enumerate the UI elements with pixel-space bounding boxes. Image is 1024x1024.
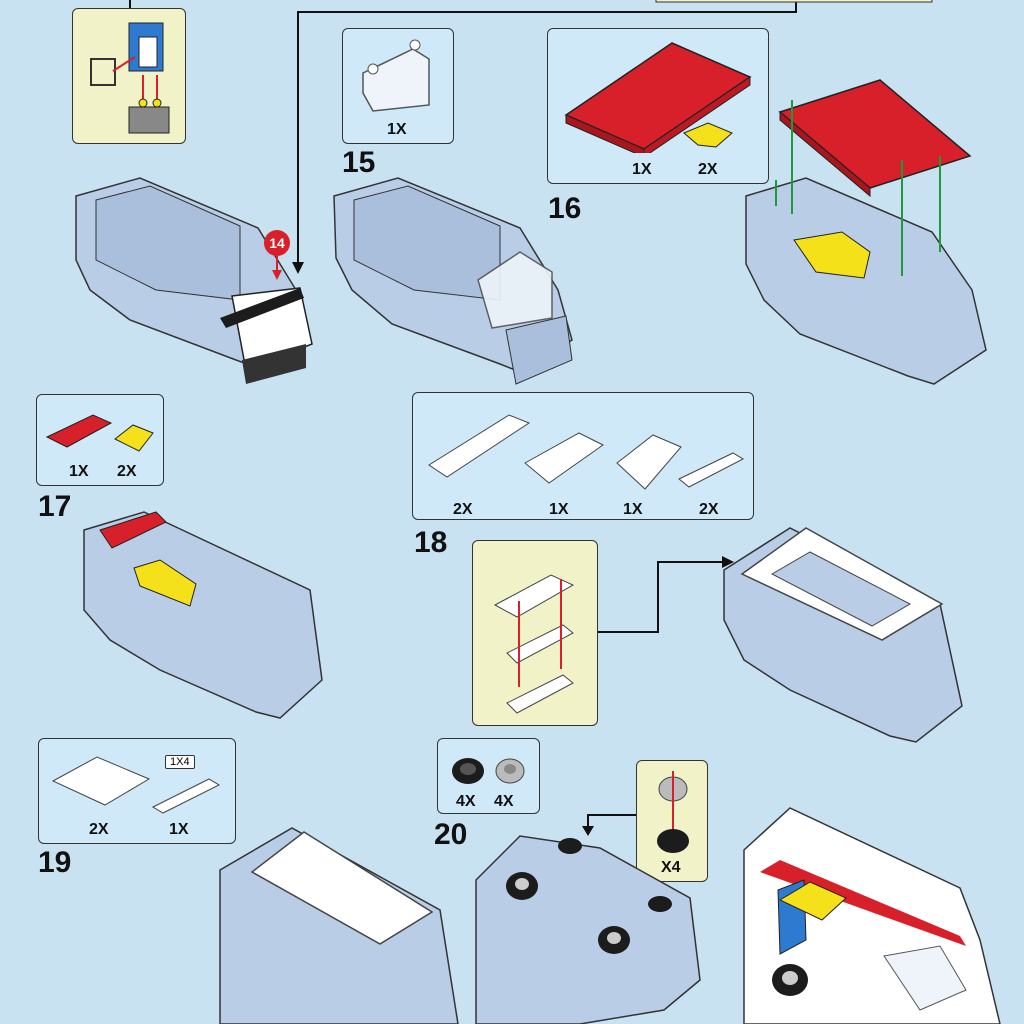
step20-parts-panel: 4X 4X (437, 738, 540, 814)
callout-inset-top (72, 8, 186, 144)
step19-parts-panel: 1X4 2X 1X (38, 738, 236, 844)
step20-qty-tire: 4X (456, 793, 476, 810)
step20-qty-rim: 4X (494, 793, 514, 810)
step17-parts-icons (45, 414, 154, 452)
windscreen-part-icon (362, 39, 430, 112)
step16-parts-panel: 1X 2X (547, 28, 769, 184)
step18-qty-4: 2X (699, 501, 719, 518)
step-number-18: 18 (414, 526, 448, 559)
step20-wheel-callout: X4 (636, 760, 708, 882)
step-number-19: 19 (38, 846, 72, 879)
window-assembly-icon (90, 22, 170, 134)
step18-subassembly-callout (472, 540, 598, 726)
roof-subassembly-icon (493, 574, 575, 714)
wheel-assembly-icon (657, 771, 689, 853)
step17-parts-panel: 1X 2X (36, 394, 164, 486)
step19-parts-icons (51, 756, 221, 814)
step15-parts-panel: 1X (342, 28, 454, 144)
step18-qty-2: 1X (549, 501, 569, 518)
step16-qty-corner: 2X (698, 161, 718, 178)
step19-length-tag: 1X4 (165, 755, 195, 769)
step20-qty-wheel: X4 (661, 859, 681, 876)
step-number-17: 17 (38, 490, 72, 523)
step18-parts-icons (428, 414, 745, 490)
step19-qty-tile: 2X (89, 821, 109, 838)
step18-parts-panel: 2X 1X 1X 2X (412, 392, 754, 520)
step-marker: 14 (264, 230, 290, 256)
step16-parts-icons (564, 42, 752, 158)
step17-qty-red: 1X (69, 463, 89, 480)
step17-qty-yellow: 2X (117, 463, 137, 480)
step-number-20: 20 (434, 818, 468, 851)
wheel-parts-icons (452, 758, 525, 784)
step-number-15: 15 (342, 146, 376, 179)
step16-qty-plate: 1X (632, 161, 652, 178)
step18-qty-1: 2X (453, 501, 473, 518)
step15-qty: 1X (387, 121, 407, 138)
step19-qty-bar: 1X (169, 821, 189, 838)
step18-qty-3: 1X (623, 501, 643, 518)
step-number-16: 16 (548, 192, 582, 225)
